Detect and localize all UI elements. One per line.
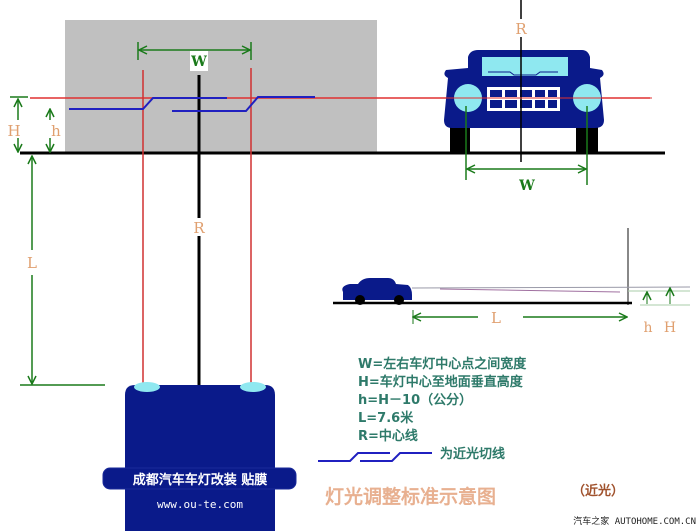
- side-L-label: L: [491, 309, 501, 327]
- shop-url: www.ou-te.com: [157, 498, 243, 511]
- shop-banner-text: 成都汽车车灯改装 贴膜: [133, 472, 268, 488]
- legend-cutoff-sample-2: [360, 452, 432, 462]
- h-label: h: [51, 122, 61, 140]
- cutoff-legend-label: 为近光切线: [440, 446, 505, 462]
- diagram-subtitle: （近光）: [572, 483, 624, 499]
- wall-screen: [65, 20, 377, 153]
- side-h-label: h: [643, 320, 652, 336]
- windshield: [482, 57, 568, 76]
- legend-line: R=中心线: [358, 428, 418, 444]
- left-cutoff-line: [69, 97, 227, 110]
- legend-line: h=H－10（公分）: [358, 392, 472, 408]
- car-center-label: R: [515, 20, 527, 38]
- center-line-label: R: [193, 219, 205, 237]
- L-label: L: [27, 254, 37, 272]
- legend-line: L=7.6米: [358, 410, 414, 426]
- car-front-view: [444, 50, 604, 154]
- watermark: 汽车之家 AUTOHOME.COM.CN: [573, 515, 696, 527]
- side-H-label: H: [664, 320, 676, 336]
- right-headlight: [240, 382, 266, 392]
- legend-line: H=车灯中心至地面垂直高度: [358, 374, 524, 390]
- car-width-label: W: [518, 178, 535, 194]
- H-label: H: [7, 122, 20, 140]
- width-label: W: [190, 54, 207, 70]
- legend-line: W=左右车灯中心点之间宽度: [358, 356, 527, 372]
- right-cutoff-line: [172, 96, 315, 112]
- legend-cutoff-sample-1: [318, 452, 390, 462]
- left-headlight: [134, 382, 160, 392]
- legend: W=左右车灯中心点之间宽度 H=车灯中心至地面垂直高度 h=H－10（公分） L…: [358, 356, 527, 444]
- diagram-title: 灯光调整标准示意图: [325, 485, 496, 508]
- side-view: h H L: [333, 228, 691, 336]
- car-top-view: 成都汽车车灯改装 贴膜 www.ou-te.com: [102, 382, 297, 531]
